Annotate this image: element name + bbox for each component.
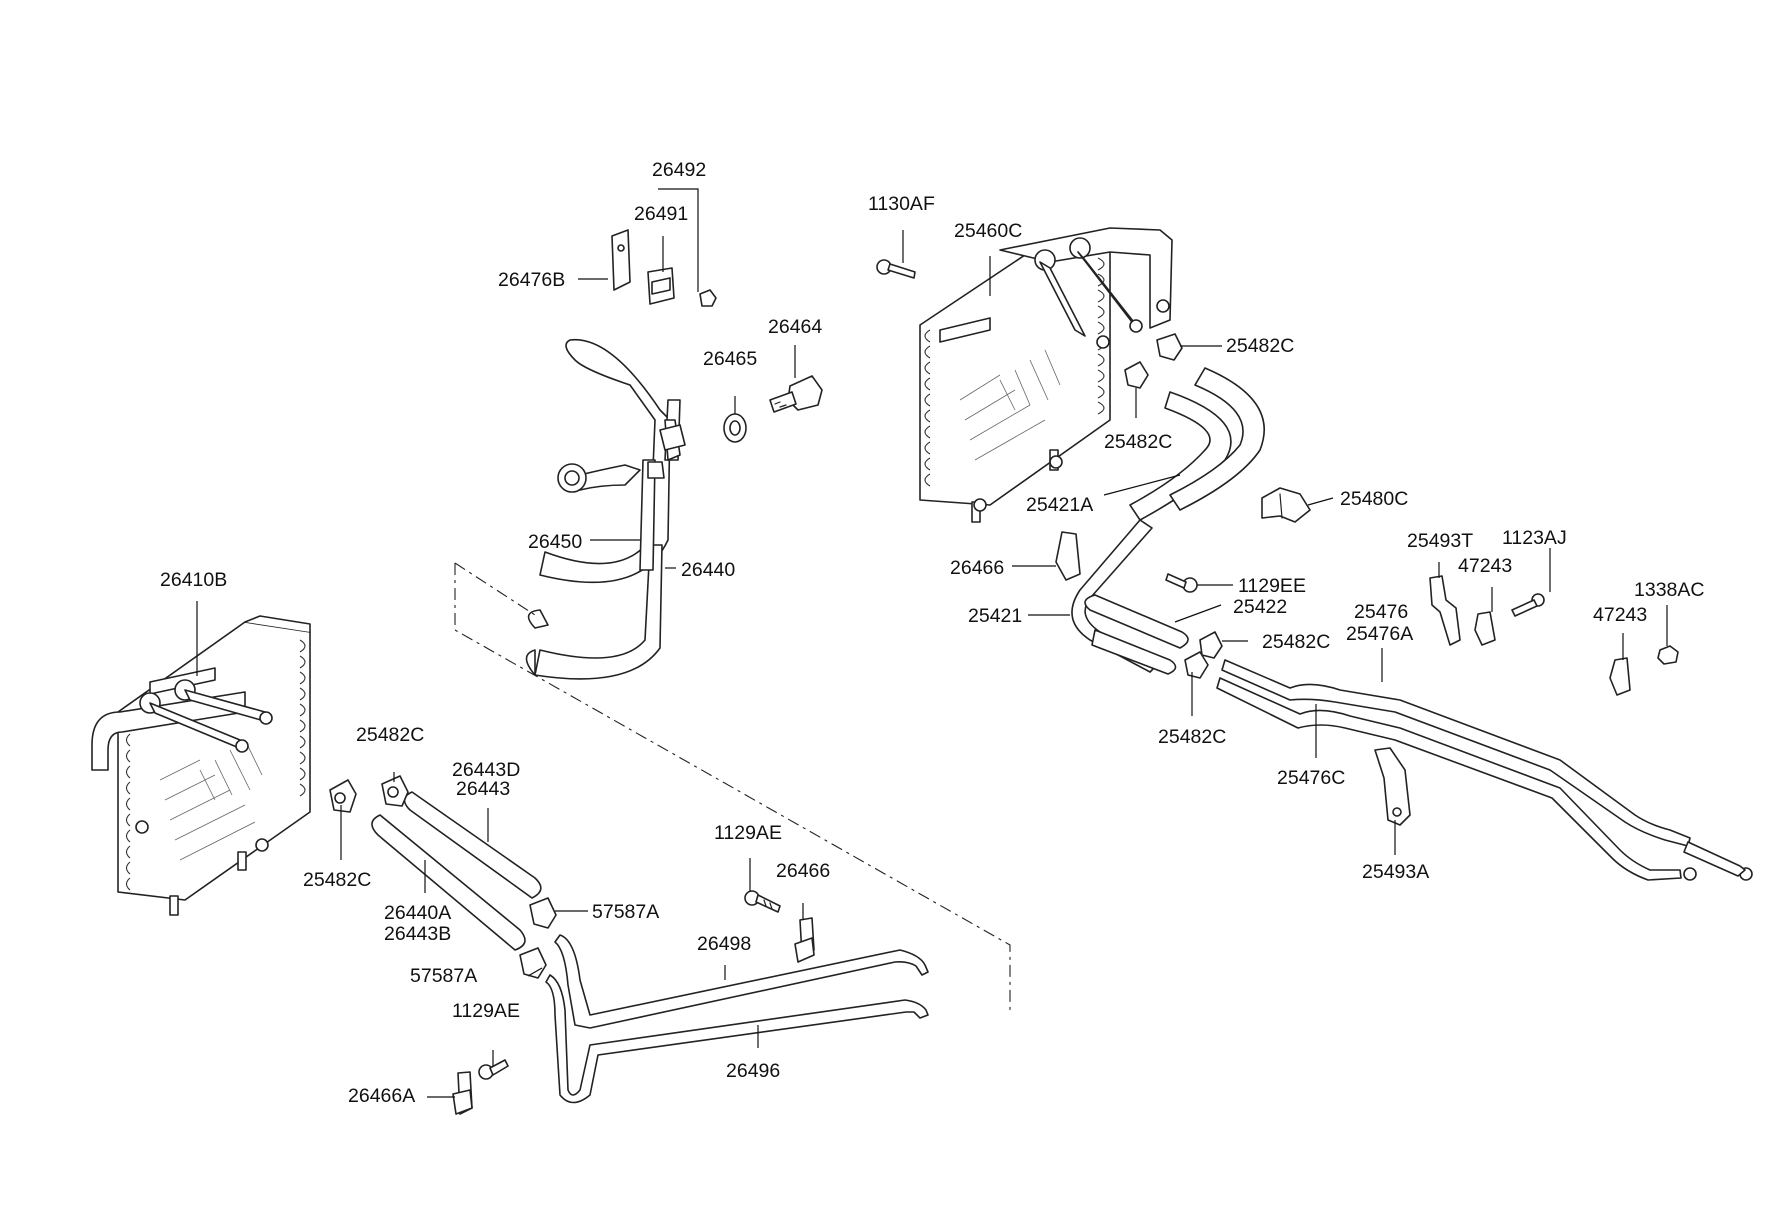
label-25421a: 25421A [1026, 494, 1093, 516]
bolt-1123aj [1511, 593, 1545, 617]
bracket-26466a [452, 1071, 473, 1115]
label-25482c-d: 25482C [1158, 726, 1226, 748]
label-25482c-e: 25482C [356, 724, 424, 746]
label-26491: 26491 [634, 203, 688, 225]
bracket-26466-right [1055, 531, 1081, 581]
label-25421: 25421 [968, 605, 1022, 627]
clip-25480c [1261, 487, 1311, 523]
label-25422: 25422 [1233, 596, 1287, 618]
hose-26443 [403, 791, 542, 899]
label-26466-a: 26466 [950, 557, 1004, 579]
bolt-1129ae-a [744, 890, 781, 913]
label-26465: 26465 [703, 348, 757, 370]
bracket-25493t [1429, 575, 1461, 646]
label-26466-b: 26466 [776, 860, 830, 882]
bracket-25493a [1374, 747, 1411, 826]
label-25476: 25476 [1354, 601, 1408, 623]
bolt-1130af [876, 259, 916, 279]
label-1123aj: 1123AJ [1502, 527, 1567, 549]
label-25476a: 25476A [1346, 623, 1413, 645]
label-26440a: 26440A [384, 902, 451, 924]
bracket-26466-lower [794, 917, 815, 963]
nut-1338ac [1657, 645, 1679, 665]
clamp-57587a-b [519, 947, 547, 979]
clamp-25482c-right-d [1184, 651, 1209, 679]
bolt-26464 [769, 375, 823, 413]
label-57587a-a: 57587A [592, 901, 659, 923]
label-1129ee: 1129EE [1238, 575, 1306, 597]
oil-cooler-25460c [919, 227, 1173, 523]
label-25493t: 25493T [1407, 530, 1473, 552]
clip-26491 [647, 267, 675, 305]
label-47243-b: 47243 [1593, 604, 1647, 626]
label-26450: 26450 [528, 531, 582, 553]
label-25482c-c: 25482C [1262, 631, 1330, 653]
label-1130af: 1130AF [868, 193, 935, 215]
label-25482c-f: 25482C [303, 869, 371, 891]
oil-cooler-26410b [91, 615, 311, 916]
clip-47243-a [1474, 611, 1496, 646]
clamp-25482c-left-a [329, 779, 357, 813]
label-26496: 26496 [726, 1060, 780, 1082]
label-26410b: 26410B [160, 569, 227, 591]
pipe-26496 [545, 974, 929, 1104]
label-1338ac: 1338AC [1634, 579, 1704, 601]
label-1129ae-a: 1129AE [714, 822, 782, 844]
label-25482c-a: 25482C [1226, 335, 1294, 357]
bolt-1129ae-b [478, 1059, 509, 1080]
label-26492: 26492 [652, 159, 706, 181]
label-26443d: 26443D [452, 759, 520, 781]
label-25493a: 25493A [1362, 861, 1429, 883]
label-57587a-b: 57587A [410, 965, 477, 987]
pipe-25476c [1216, 677, 1753, 881]
clamp-57587a-a [529, 897, 557, 929]
nut-26492 [699, 289, 717, 307]
clamp-25482c-right-c [1199, 631, 1223, 659]
label-25480c: 25480C [1340, 488, 1408, 510]
clamp-25482c-left-b [381, 775, 409, 807]
label-47243-a: 47243 [1458, 555, 1512, 577]
dashed-boundary [454, 562, 1011, 1012]
label-26498: 26498 [697, 933, 751, 955]
label-26443: 26443 [456, 778, 510, 800]
clamp-25482c-right-b [1124, 361, 1149, 389]
label-25460c: 25460C [954, 220, 1022, 242]
hose-25422 [1084, 594, 1189, 675]
clip-47243-b [1609, 657, 1631, 696]
part-labels: 26492 26491 26476B 1130AF 25460C 26464 2… [160, 159, 1704, 1107]
leader-lines [196, 188, 1668, 1098]
label-26464: 26464 [768, 316, 822, 338]
label-26440: 26440 [681, 559, 735, 581]
label-26476b: 26476B [498, 269, 565, 291]
label-26443b: 26443B [384, 923, 451, 945]
label-26466a: 26466A [348, 1085, 415, 1107]
pipe-26498 [554, 934, 929, 1029]
label-1129ae-b: 1129AE [452, 1000, 520, 1022]
label-25482c-b: 25482C [1104, 431, 1172, 453]
hose-26440a [371, 814, 526, 951]
clamp-25482c-right-a [1156, 333, 1183, 361]
pipe-assembly-26440 [525, 338, 686, 680]
bracket-26476b [611, 229, 631, 291]
label-25476c: 25476C [1277, 767, 1345, 789]
washer-26465 [723, 413, 747, 443]
bolt-1129ee [1165, 573, 1198, 593]
